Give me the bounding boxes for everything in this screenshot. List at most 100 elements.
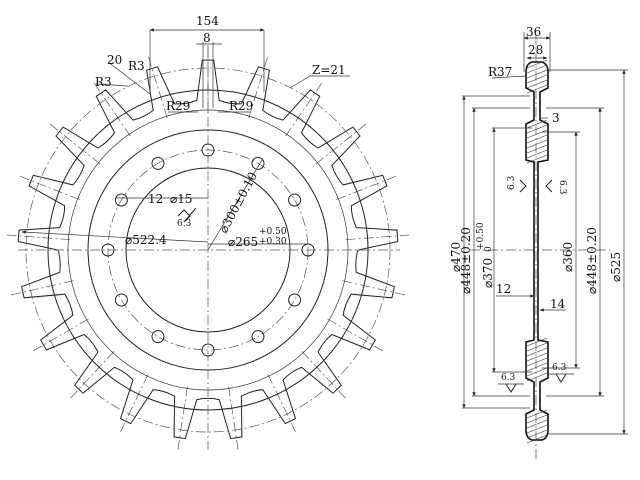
hatch-line: [526, 124, 548, 134]
front-view: 154 8 20 R3 R3 R29 R29 Z=21 12 ⌀15 6.3 ⌀…: [4, 14, 412, 452]
dim-370-text: ⌀370: [481, 258, 495, 288]
dim-36-text: 36: [526, 25, 541, 39]
dim-360-text: ⌀360: [561, 242, 575, 272]
hatch-line: [526, 144, 548, 154]
tooth-centerline: [4, 234, 71, 241]
dim-r37-leader: [491, 75, 527, 79]
dim-r3-left-leader: [95, 83, 129, 87]
dim-448-right-text: ⌀448±0.20: [585, 227, 599, 294]
teeth-count-leader: [289, 75, 311, 89]
bolt-hole: [251, 330, 265, 344]
dim-14-text: 14: [550, 297, 566, 311]
dim-470-text: ⌀470: [449, 242, 463, 272]
hatch-line: [526, 129, 548, 139]
tooth-centerline: [315, 122, 368, 165]
tooth-centerline: [147, 54, 168, 119]
sprocket-teeth-outline: [4, 46, 412, 452]
tooth-centerline: [342, 280, 407, 296]
dim-r3-left-text: R3: [95, 75, 112, 89]
hatch-line: [526, 352, 548, 362]
roughness-left-text: 6.3: [507, 175, 517, 190]
dim-448-left-text: ⌀448±0.20: [459, 227, 473, 294]
tooth-centerline: [17, 175, 80, 200]
hatch-line: [526, 134, 548, 144]
hatch-line: [526, 372, 548, 382]
roughness-symbol-bottom-left: 6.3: [498, 373, 524, 393]
bolt-hole: [114, 293, 128, 307]
bolt-hole: [114, 193, 128, 207]
hatch-line: [526, 79, 548, 89]
bore-dia-text: ⌀265: [228, 235, 258, 249]
roughness-bottom-right-text: 6.3: [552, 363, 567, 373]
tooth-centerline: [267, 374, 297, 434]
tooth-profile: [17, 59, 399, 440]
hatch-line: [526, 434, 548, 444]
hatch-line: [526, 154, 548, 164]
hatch-line: [526, 59, 548, 69]
side-section-view: 36 28 R37 3 6.3 6.3 ⌀470 ⌀448±0.20: [449, 25, 628, 460]
roughness-right-text: 6.3: [557, 180, 567, 195]
hatch-line: [526, 424, 548, 434]
hatch-line: [526, 362, 548, 372]
dim-20-leader: [107, 61, 151, 95]
hatch-line: [526, 429, 548, 439]
roughness-symbol-bottom-right: 6.3: [548, 363, 574, 383]
hatch-line: [526, 74, 548, 84]
dim-370-tol-lower: 0: [484, 246, 494, 252]
hatch-line: [526, 84, 548, 94]
roughness-bottom-left-text: 6.3: [501, 373, 516, 383]
tooth-centerline: [248, 54, 269, 119]
hatch-line: [526, 119, 548, 129]
dim-525-text: ⌀525: [609, 252, 623, 282]
dim-3-text: 3: [552, 111, 560, 125]
dim-12-text: 12: [496, 282, 511, 296]
side-profile-outline: [525, 61, 549, 441]
hole-dim-12-text: 12: [148, 192, 163, 206]
bolt-hole: [288, 193, 302, 207]
roughness-symbol-right: 6.3: [545, 179, 567, 195]
tooth-centerline: [345, 234, 412, 241]
pcd-text: ⌀300±0.10: [216, 170, 260, 236]
bolt-hole: [151, 330, 165, 344]
pcd-leader: [207, 159, 263, 251]
section-hatching: [526, 59, 548, 444]
dim-r29-right-text: R29: [229, 99, 253, 113]
hole-dia-text: ⌀15: [170, 192, 193, 206]
dim-r3-top-text: R3: [128, 59, 145, 73]
dim-20-text: 20: [107, 53, 122, 67]
dim-r29-left-text: R29: [166, 99, 190, 113]
dim-r37-text: R37: [488, 65, 512, 79]
tooth-centerline: [92, 81, 131, 137]
hatch-line: [526, 139, 548, 149]
tooth-centerline: [68, 350, 115, 400]
bore-tol-lower: +0.30: [259, 237, 287, 247]
tooth-centerline: [31, 318, 89, 353]
hatch-line: [526, 69, 548, 79]
hatch-line: [526, 357, 548, 367]
dim-28-text: 28: [528, 43, 543, 57]
hatch-line: [526, 337, 548, 347]
dim-154-text: 154: [196, 14, 219, 28]
tooth-centerline: [177, 386, 188, 452]
hatch-line: [526, 342, 548, 352]
tooth-centerline: [327, 318, 385, 353]
hatch-line: [526, 409, 548, 419]
hatch-line: [526, 414, 548, 424]
hatch-line: [526, 367, 548, 377]
outer-dia-text: ⌀522.4: [125, 233, 167, 247]
roughness-front-text: 6.3: [177, 219, 192, 229]
tooth-centerline: [336, 175, 399, 200]
outer-dia-line: [21, 230, 209, 243]
tooth-centerline: [301, 350, 348, 400]
tooth-centerline: [228, 386, 239, 452]
tooth-centerline: [9, 280, 74, 296]
roughness-symbol-front: 6.3: [177, 207, 197, 229]
roughness-symbol-left: 6.3: [507, 175, 527, 193]
tooth-centerline: [285, 81, 324, 137]
teeth-count-text: Z=21: [312, 63, 346, 77]
tooth-centerline: [119, 374, 149, 434]
bolt-hole: [251, 156, 265, 170]
bolt-hole: [151, 156, 165, 170]
hatch-line: [526, 347, 548, 357]
